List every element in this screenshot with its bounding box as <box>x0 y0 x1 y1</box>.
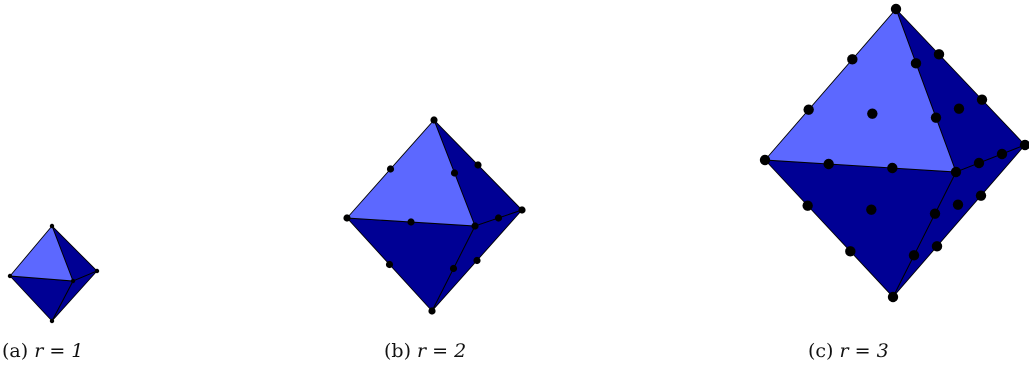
lattice-node <box>494 214 503 222</box>
face-top-front <box>9 225 74 282</box>
lattice-node <box>518 206 526 214</box>
lattice-node <box>428 307 436 315</box>
lattice-node <box>910 58 922 69</box>
lattice-node <box>847 54 858 65</box>
lattice-node <box>1019 139 1029 151</box>
caption-c-tag: (c) <box>808 340 834 362</box>
octahedron-r2 <box>343 116 526 315</box>
lattice-node <box>7 273 13 279</box>
lattice-node <box>70 278 76 284</box>
lattice-node <box>887 291 899 303</box>
lattice-node <box>866 204 877 215</box>
caption-c-label: r = 3 <box>839 340 889 362</box>
lattice-node <box>471 222 479 230</box>
lattice-node <box>407 218 415 226</box>
lattice-node <box>759 154 771 166</box>
lattice-node <box>930 112 942 123</box>
edge-front-right <box>955 144 1026 173</box>
lattice-node <box>474 161 482 169</box>
lattice-node <box>953 103 965 114</box>
lattice-node <box>933 49 945 60</box>
lattice-node <box>887 162 898 174</box>
lattice-node <box>473 256 481 265</box>
caption-b-label: r = 2 <box>417 340 467 362</box>
caption-b-tag: (b) <box>384 340 411 362</box>
lattice-node <box>49 318 55 324</box>
lattice-node <box>975 190 987 201</box>
caption-a-label: r = 1 <box>34 340 84 362</box>
caption-c: (c) r = 3 <box>808 340 889 362</box>
lattice-node <box>343 214 351 222</box>
lattice-node <box>952 199 964 210</box>
lattice-node <box>94 268 100 274</box>
lattice-node <box>908 250 920 261</box>
edge-front-bottom <box>892 171 957 298</box>
lattice-node <box>950 166 962 178</box>
lattice-node <box>802 200 813 211</box>
edge-front-bottom <box>51 280 74 322</box>
lattice-node <box>49 223 55 229</box>
lattice-node <box>973 157 985 169</box>
edge-front-right <box>72 270 98 282</box>
face-top-front <box>764 8 957 173</box>
lattice-node <box>823 158 834 170</box>
octahedron-r3 <box>759 3 1029 303</box>
lattice-node <box>976 94 988 105</box>
lattice-node <box>867 108 878 119</box>
lattice-node <box>449 264 458 273</box>
octahedron-r1 <box>7 223 100 324</box>
lattice-node <box>386 165 395 173</box>
lattice-node <box>385 260 394 269</box>
lattice-node <box>845 246 856 257</box>
caption-a-tag: (a) <box>2 340 29 362</box>
caption-b: (b) r = 2 <box>384 340 466 362</box>
lattice-node <box>996 148 1008 160</box>
lattice-node <box>430 116 438 124</box>
caption-a: (a) r = 1 <box>2 340 83 362</box>
lattice-node <box>931 241 943 252</box>
lattice-node <box>929 208 941 219</box>
lattice-node <box>803 104 814 115</box>
lattice-node <box>890 3 902 15</box>
lattice-node <box>450 169 459 177</box>
